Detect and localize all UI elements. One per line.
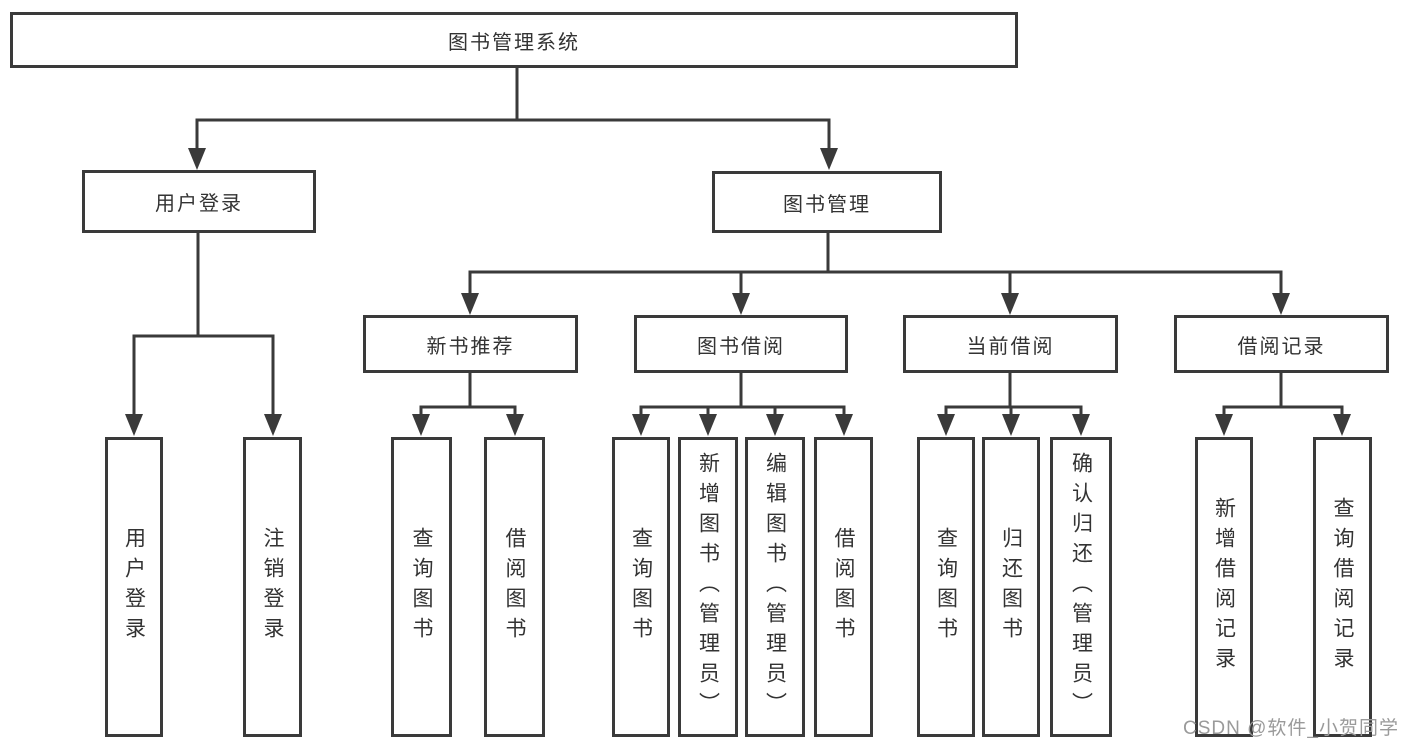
node-book-borrowing-label: 图书借阅 [697, 335, 785, 358]
node-borrowing-records-label: 借阅记录 [1237, 335, 1326, 358]
node-leaf-user-login-label: 用户登录 [122, 527, 146, 647]
arrowhead-down [699, 414, 717, 436]
node-edit-books-admin-label: 编辑图书（管理员） [763, 452, 787, 722]
node-edit-books-admin: 编辑图书（管理员） [745, 437, 805, 737]
arrowhead-down [1001, 293, 1019, 315]
connector-book-management-children [461, 233, 1290, 315]
node-user-login-label: 用户登录 [155, 193, 243, 215]
arrowhead-down [125, 414, 143, 436]
node-leaf-user-login: 用户登录 [105, 437, 163, 737]
connector-root-to-level2 [188, 67, 838, 170]
node-borrow-books-borrowing: 借阅图书 [814, 437, 873, 737]
arrowhead-down [820, 148, 838, 170]
arrowhead-down [461, 293, 479, 315]
node-current-borrowing: 当前借阅 [903, 315, 1118, 373]
arrowhead-down [1215, 414, 1233, 436]
arrowhead-down [188, 148, 206, 170]
node-query-books-current-label: 查询图书 [934, 527, 958, 647]
node-user-login: 用户登录 [82, 170, 316, 233]
arrowhead-down [1272, 293, 1290, 315]
connector-borrowing-records-children [1215, 373, 1351, 436]
arrowhead-down [506, 414, 524, 436]
arrowhead-down [1002, 414, 1020, 436]
node-root: 图书管理系统 [10, 12, 1018, 68]
arrowhead-down [264, 414, 282, 436]
node-return-books: 归还图书 [982, 437, 1040, 737]
connector-current-borrowing-children [937, 373, 1090, 436]
node-new-book-recommend-label: 新书推荐 [426, 335, 515, 358]
node-add-borrow-record: 新增借阅记录 [1195, 437, 1253, 737]
node-query-books-recommend: 查询图书 [391, 437, 452, 737]
arrowhead-down [937, 414, 955, 436]
node-book-management: 图书管理 [712, 171, 942, 233]
node-leaf-logout-label: 注销登录 [261, 527, 284, 647]
node-borrow-books-borrowing-label: 借阅图书 [832, 527, 855, 647]
node-add-borrow-record-label: 新增借阅记录 [1212, 497, 1236, 677]
node-leaf-logout: 注销登录 [243, 437, 302, 737]
csdn-watermark: CSDN @软件_小贺同学 [1183, 718, 1399, 739]
arrowhead-down [835, 414, 853, 436]
node-borrow-books-recommend: 借阅图书 [484, 437, 545, 737]
node-confirm-return-admin-label: 确认归还（管理员） [1069, 452, 1093, 722]
node-query-borrow-record: 查询借阅记录 [1313, 437, 1372, 737]
connector-user-login-children [125, 233, 282, 436]
node-query-books-borrowing: 查询图书 [612, 437, 670, 737]
node-new-book-recommend: 新书推荐 [363, 315, 578, 373]
node-query-books-borrowing-label: 查询图书 [629, 527, 653, 647]
arrowhead-down [1072, 414, 1090, 436]
node-query-borrow-record-label: 查询借阅记录 [1331, 497, 1354, 677]
connector-new-book-recommend-children [412, 373, 524, 436]
node-add-books-admin-label: 新增图书（管理员） [696, 452, 720, 722]
arrowhead-down [1333, 414, 1351, 436]
node-borrowing-records: 借阅记录 [1174, 315, 1389, 373]
node-root-label: 图书管理系统 [448, 31, 580, 54]
connector-book-borrowing-children [632, 373, 853, 436]
node-add-books-admin: 新增图书（管理员） [678, 437, 738, 737]
arrowhead-down [412, 414, 430, 436]
arrowhead-down [766, 414, 784, 436]
node-borrow-books-recommend-label: 借阅图书 [503, 527, 526, 647]
node-query-books-recommend-label: 查询图书 [410, 527, 433, 647]
node-book-borrowing: 图书借阅 [634, 315, 848, 373]
node-query-books-current: 查询图书 [917, 437, 975, 737]
node-confirm-return-admin: 确认归还（管理员） [1050, 437, 1112, 737]
arrowhead-down [732, 293, 750, 315]
node-current-borrowing-label: 当前借阅 [966, 335, 1055, 358]
node-book-management-label: 图书管理 [783, 193, 871, 216]
arrowhead-down [632, 414, 650, 436]
node-return-books-label: 归还图书 [999, 527, 1023, 647]
